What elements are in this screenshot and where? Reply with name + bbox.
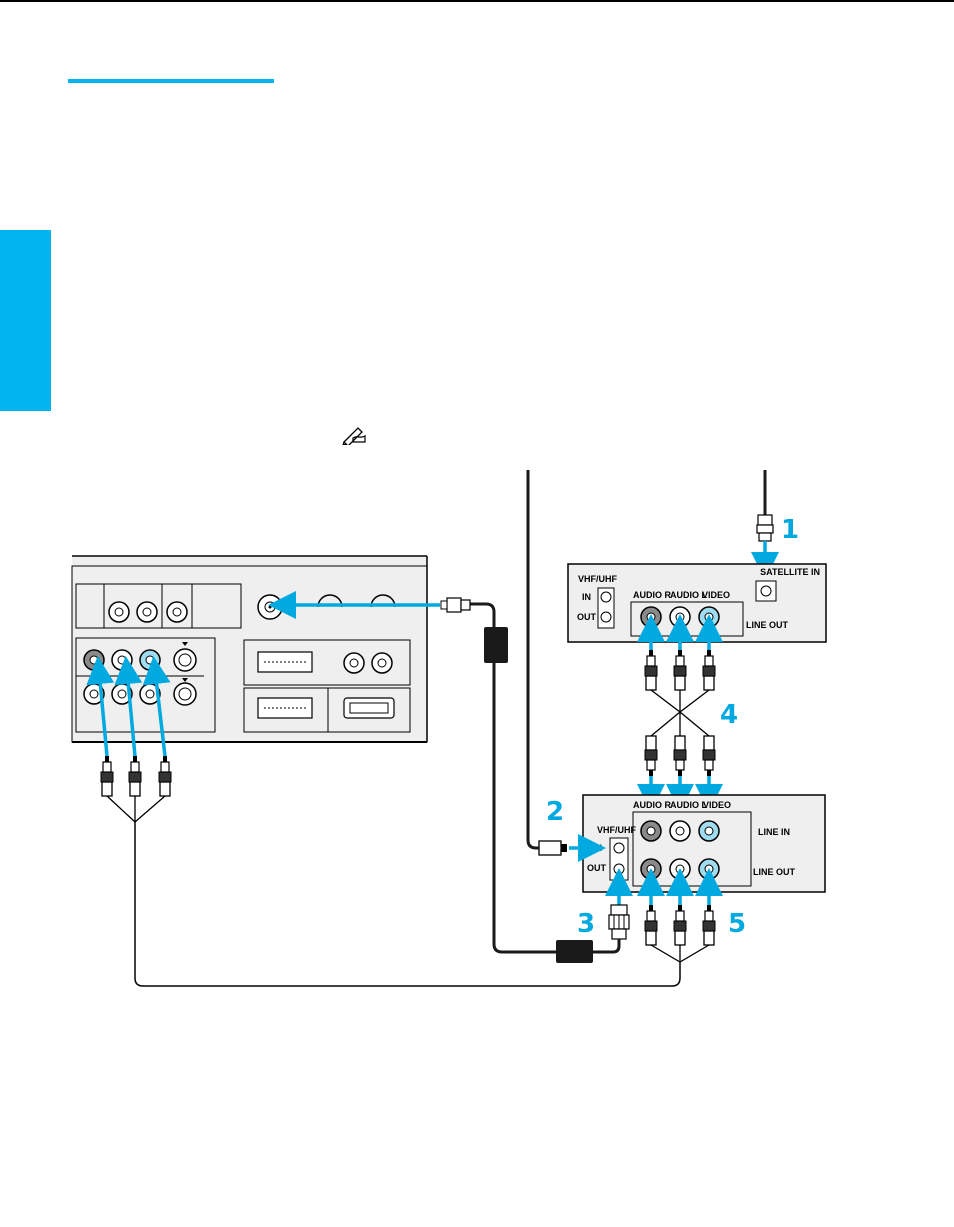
step-1-number: 1 <box>781 515 799 545</box>
chapter-side-tab <box>0 230 51 411</box>
section-heading-underline <box>68 79 274 83</box>
tv-antenna-jack <box>257 594 283 620</box>
antenna-cable <box>526 470 567 856</box>
receiver-audio-l-label: AUDIO L <box>670 590 708 600</box>
step-4-number: 4 <box>720 700 738 730</box>
receiver-audio-r-label: AUDIO R <box>633 590 672 600</box>
satellite-receiver-panel: SATELLITE IN VHF/UHF IN OUT AUDIO R AUDI… <box>567 563 827 643</box>
step-5-number: 5 <box>728 909 746 939</box>
vcr-panel: AUDIO R AUDIO L VIDEO VHF/UHF IN OUT LIN… <box>582 794 826 893</box>
vcr-line-out-label: LINE OUT <box>753 867 796 877</box>
step-3-number: 3 <box>577 909 595 939</box>
top-rule <box>0 0 954 2</box>
vcr-line-in-label: LINE IN <box>758 827 790 837</box>
receiver-video-label: VIDEO <box>702 590 730 600</box>
vcr-out-label: OUT <box>587 863 607 873</box>
step-2-number: 2 <box>546 797 564 827</box>
vcr-video-label: VIDEO <box>703 800 731 810</box>
vcr-audio-l-label: AUDIO L <box>670 800 708 810</box>
tv-rear-panel <box>71 555 428 743</box>
receiver-to-vcr-cables <box>637 614 723 812</box>
vcr-vhf-uhf-label: VHF/UHF <box>597 825 636 835</box>
vcr-audio-r-label: AUDIO R <box>633 800 672 810</box>
receiver-out-label: OUT <box>577 612 597 622</box>
receiver-in-label: IN <box>582 592 591 602</box>
vcr-in-label: IN <box>593 843 602 853</box>
note-pencil-icon <box>342 427 366 445</box>
tv-audio-jacks-top <box>108 601 188 623</box>
vcr-to-tv-av-cables <box>86 656 723 987</box>
vcr-to-tv-rf-cable <box>268 591 633 963</box>
receiver-vhf-uhf-label: VHF/UHF <box>578 574 617 584</box>
receiver-line-out-label: LINE OUT <box>746 620 789 630</box>
satellite-dish-cable <box>751 470 779 580</box>
satellite-in-label: SATELLITE IN <box>760 567 820 577</box>
